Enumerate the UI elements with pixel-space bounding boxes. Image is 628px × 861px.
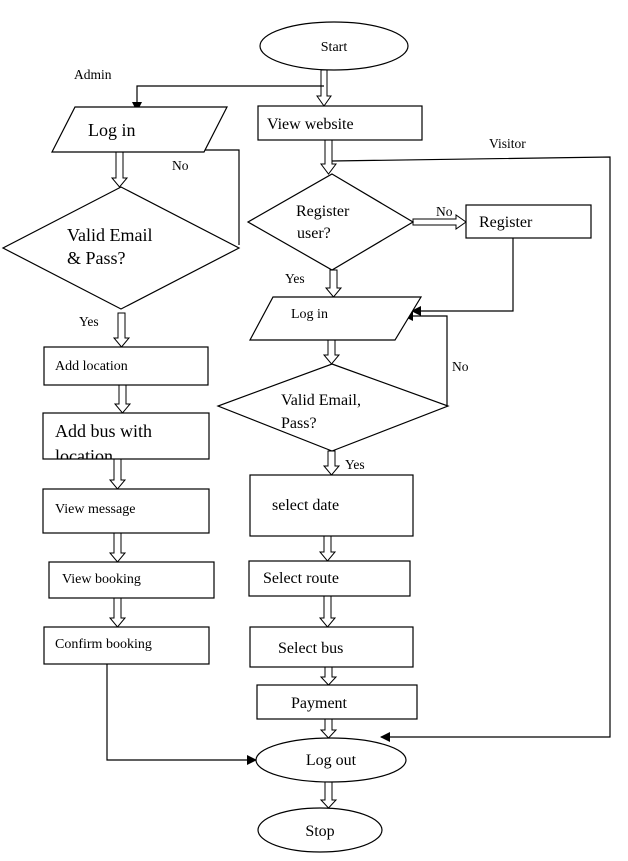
payment-text: Payment [291,695,348,712]
line-confirm-to-logout [106,664,257,765]
arrow-register-yes-to-login [324,269,343,298]
line-visitor-to-logout [331,156,611,742]
visitor-label: Visitor [489,136,526,151]
arrow-select-route-to-bus [318,595,337,628]
start-terminal [259,21,409,71]
select-date-text: select date [272,497,339,514]
admin-yes-label: Yes [79,314,99,329]
arrow-login-to-user-valid [322,339,341,365]
confirm-booking-process [43,626,210,665]
line-start-to-admin [132,85,324,112]
admin-valid-text-2: & Pass? [67,248,126,268]
edge-labels: Admin Visitor No Yes No Yes No Yes [74,67,526,472]
user-valid-decision [216,363,450,452]
arrow-view-website-to-register-user [320,139,337,175]
logout-text: Log out [306,752,357,769]
arrow-view-booking-to-confirm [108,597,127,628]
arrow-select-date-to-route [318,535,337,562]
stop-text: Stop [305,823,334,840]
arrow-admin-login-to-valid [110,151,129,188]
confirm-booking-text: Confirm booking [55,637,152,652]
select-bus-process [249,626,414,668]
arrow-register-no-to-register [412,214,467,230]
logout-terminal [255,737,407,783]
arrow-payment-to-logout [319,718,338,739]
add-bus-process [42,412,210,460]
user-yes-label: Yes [345,457,365,472]
arrow-logout-to-stop [319,781,338,809]
user-valid-text-1: Valid Email, [281,392,361,409]
register-user-decision [246,173,415,271]
add-bus-text-1: Add bus with [55,421,152,441]
view-website-text: View website [267,116,354,133]
select-route-text: Select route [263,570,339,587]
arrow-start-to-view-website [316,69,332,107]
register-yes-label: Yes [285,271,305,286]
view-message-text: View message [55,502,135,517]
admin-valid-decision [1,186,241,310]
arrow-admin-yes-to-add-location [112,312,131,348]
add-location-process [43,346,209,386]
view-booking-process [48,561,215,599]
admin-login-io [51,106,228,153]
shapes [1,21,592,853]
connectors [106,69,611,809]
arrow-select-bus-to-payment [319,666,338,686]
start-text: Start [321,40,348,55]
payment-process [256,684,418,720]
arrow-add-location-to-add-bus [113,384,132,414]
register-text: Register [479,214,533,231]
stop-terminal [257,807,383,853]
arrow-user-yes-to-select-date [322,450,341,476]
register-user-text-2: user? [297,225,331,242]
user-login-text: Log in [291,307,328,322]
node-texts: Start Log in Valid Email & Pass? Add loc… [55,40,533,840]
user-login-io [248,296,423,341]
line-register-to-login [411,238,514,316]
view-booking-text: View booking [62,572,141,587]
admin-valid-text-1: Valid Email [67,225,152,245]
select-bus-text: Select bus [278,640,343,657]
view-message-process [42,488,210,534]
register-no-label: No [436,204,453,219]
arrow-add-bus-to-view-message [108,458,127,490]
admin-login-text: Log in [88,120,136,140]
add-location-text: Add location [55,359,128,374]
arrow-view-message-to-view-booking [108,532,127,563]
admin-no-label: No [172,158,189,173]
user-no-label: No [452,359,469,374]
line-user-no-loop [403,311,448,406]
line-admin-no-loop [195,135,240,245]
register-user-text-1: Register [296,203,350,220]
select-route-process [248,560,411,597]
admin-label: Admin [74,67,112,82]
register-process [465,204,592,239]
add-bus-text-2: location [55,446,113,466]
select-date-process [249,474,414,537]
view-website-process [257,105,423,141]
user-valid-text-2: Pass? [281,415,317,432]
